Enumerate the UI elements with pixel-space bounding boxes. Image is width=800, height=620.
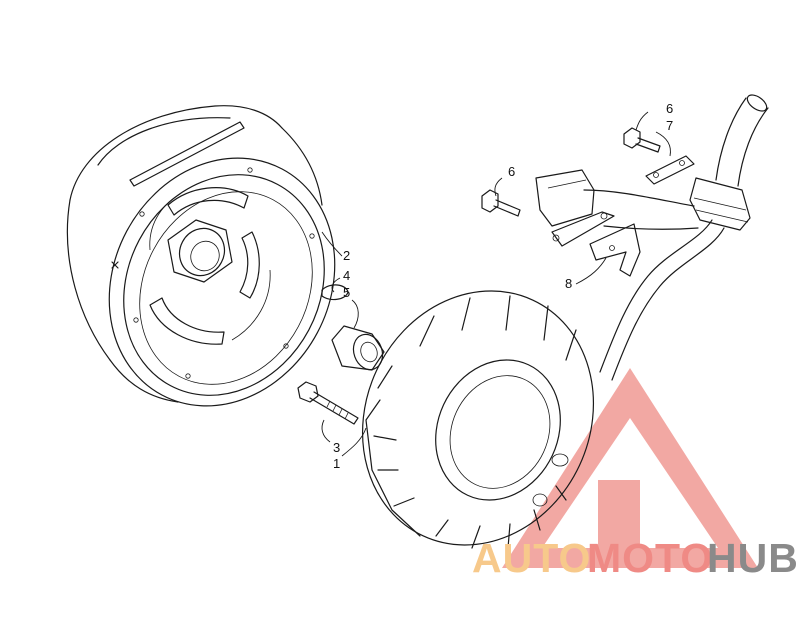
leader-lines <box>321 111 671 457</box>
callout-7: 7 <box>666 118 673 133</box>
stator-bolt <box>297 381 359 425</box>
flywheel <box>66 105 336 407</box>
screw-upper <box>623 127 661 153</box>
wire-harness <box>583 94 769 381</box>
lock-plate <box>645 155 695 185</box>
trigger-coil-sensor <box>535 169 615 247</box>
watermark-hub: HUB <box>707 535 799 581</box>
watermark-auto: AUTO <box>472 535 591 581</box>
watermark-wordmark: AUTO MOTO HUB <box>472 535 799 581</box>
callout-1: 1 <box>333 456 340 471</box>
callout-3: 3 <box>333 440 340 455</box>
watermark-moto: MOTO <box>587 535 713 581</box>
woodruff-key <box>321 284 349 301</box>
callout-8: 8 <box>565 276 572 291</box>
stator <box>361 290 595 549</box>
spacer-sleeve <box>331 325 385 371</box>
callout-6-lower: 6 <box>508 164 515 179</box>
callout-4: 4 <box>343 268 350 283</box>
callout-2: 2 <box>343 248 350 263</box>
watermark-logo-mark <box>502 368 758 568</box>
screw-lower <box>481 189 521 217</box>
callout-5: 5 <box>343 285 350 300</box>
sensor-bracket <box>589 223 641 277</box>
callout-6-upper: 6 <box>666 101 673 116</box>
